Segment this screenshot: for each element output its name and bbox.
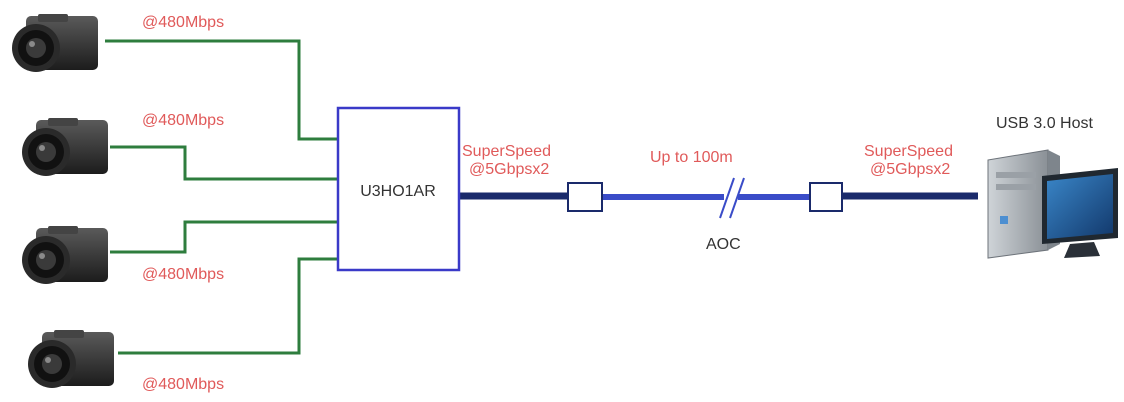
camera-3-line [110, 220, 338, 254]
camera-4-speed-label: @480Mbps [142, 376, 224, 393]
aoc-break-mark-right [729, 177, 745, 219]
camera-1-speed-label: @480Mbps [142, 14, 224, 31]
camera-2-line [110, 145, 338, 181]
right-link-label-line1: SuperSpeed [864, 143, 953, 160]
camera-4-line [118, 257, 338, 355]
cable-distance-label: Up to 100m [650, 149, 733, 166]
camera-1-line [105, 39, 338, 141]
right-aoc-connector [809, 182, 843, 212]
hub-box [336, 106, 461, 272]
left-link-label-line2: @5Gbpsx2 [469, 161, 549, 178]
camera-3-speed-label: @480Mbps [142, 266, 224, 283]
camera-2-speed-label: @480Mbps [142, 112, 224, 129]
cable-type-label: AOC [706, 236, 741, 253]
camera-connection-lines [105, 39, 338, 355]
aoc-break-mark-left [719, 177, 735, 219]
right-link-label-line2: @5Gbpsx2 [870, 161, 950, 178]
camera-1-icon [12, 14, 98, 72]
aoc-cable [602, 177, 810, 219]
left-link-label-line1: SuperSpeed [462, 143, 551, 160]
camera-3-icon [22, 226, 108, 284]
camera-4-icon [28, 330, 114, 388]
hub-name: U3HO1AR [360, 183, 436, 200]
camera-2-icon [22, 118, 108, 176]
left-aoc-connector [567, 182, 603, 212]
host-label: USB 3.0 Host [996, 115, 1093, 132]
host-computer-icon [987, 149, 1118, 259]
